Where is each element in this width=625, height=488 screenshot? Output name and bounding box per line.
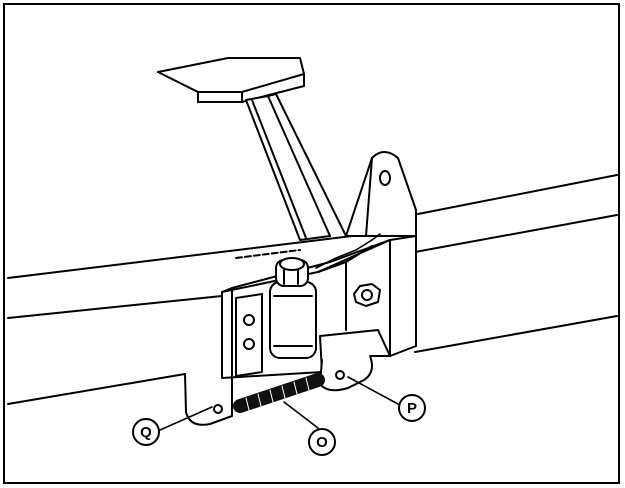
callout-circle-q (132, 418, 160, 446)
pivot-bracket (345, 151, 417, 237)
diagram-frame (3, 3, 620, 484)
callout-label-o: O (316, 434, 328, 451)
callout-label-q: Q (140, 424, 152, 441)
callout-circle-o (308, 428, 336, 456)
callout-leaders (159, 376, 399, 431)
callout-label-p: P (407, 400, 417, 417)
frame-bar (7, 174, 618, 405)
lower-hooks (184, 355, 391, 426)
step-pedal (157, 57, 347, 241)
latch-housing (221, 233, 417, 391)
spring (233, 373, 325, 415)
callout-circle-p (398, 394, 426, 422)
